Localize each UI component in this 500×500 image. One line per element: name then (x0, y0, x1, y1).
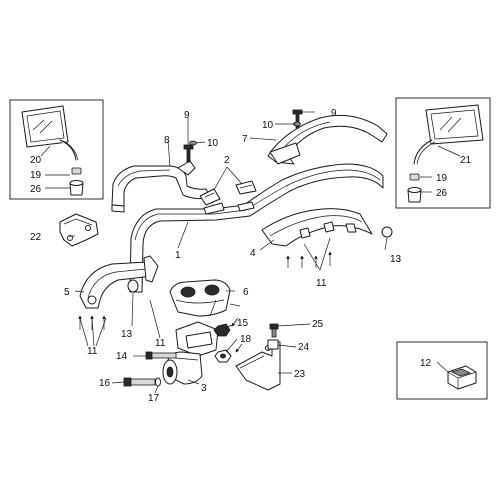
handlebar-tube (129, 163, 384, 293)
left-bracket-bolt (183, 144, 194, 163)
callout-8: 8 (164, 135, 170, 146)
washer-17 (155, 377, 161, 387)
callout-10-left: 10 (207, 138, 219, 149)
callout-7: 7 (242, 134, 248, 145)
callout-2: 2 (224, 155, 230, 166)
nut-15 (213, 323, 231, 337)
callout-3: 3 (201, 383, 207, 394)
callout-12: 12 (420, 358, 432, 369)
callout-24: 24 (298, 342, 310, 353)
right-guard (261, 208, 373, 247)
callout-26-right: 26 (436, 188, 448, 199)
callout-19-right: 19 (436, 173, 448, 184)
left-o-ring (127, 279, 139, 293)
callout-20: 20 (30, 155, 42, 166)
callout-labels: 1 2 3 4 5 6 7 8 9 9 10 10 11 11 11 12 13… (30, 108, 472, 404)
callout-21: 21 (460, 155, 472, 166)
cable-clip (447, 365, 477, 390)
mounting-bolt-14 (145, 351, 177, 360)
callout-9-right: 9 (331, 108, 337, 119)
callout-11-left: 11 (87, 346, 98, 357)
left-lower-bracket (79, 255, 159, 309)
left-mirror-nut (71, 167, 82, 175)
left-mirror-detail-box (9, 99, 104, 200)
left-mounting-plate (59, 213, 99, 247)
callout-19-left: 19 (30, 170, 42, 181)
left-handlebar-bracket (111, 160, 211, 213)
callout-16: 16 (99, 378, 111, 389)
callout-15: 15 (237, 318, 249, 329)
callout-5: 5 (64, 287, 70, 298)
right-mirror-detail-box (395, 97, 491, 209)
callout-13-right: 13 (390, 254, 402, 265)
right-mirror-nut (409, 173, 420, 181)
callout-1: 1 (175, 250, 181, 261)
right-mirror (413, 104, 484, 165)
left-mirror-adapter (69, 180, 84, 196)
handlebar-riser-top (169, 279, 231, 317)
left-bracket-washer (189, 140, 197, 146)
mounting-arrows (78, 251, 332, 353)
callout-4: 4 (250, 248, 256, 259)
callout-25: 25 (312, 319, 324, 330)
nut-18 (214, 349, 232, 363)
callout-11-center: 11 (155, 338, 166, 349)
callout-9-left: 9 (184, 110, 190, 121)
callout-14: 14 (116, 351, 128, 362)
lower-clamp (203, 201, 255, 215)
leader-lines (40, 111, 461, 394)
spacer-24 (267, 339, 279, 350)
callout-17: 17 (148, 393, 160, 404)
cable-clip-detail-box (396, 341, 488, 400)
callout-6: 6 (243, 287, 249, 298)
callout-13-left: 13 (121, 329, 133, 340)
left-mirror (21, 105, 79, 161)
screw-25 (269, 323, 279, 338)
callout-11-right: 11 (316, 278, 327, 289)
right-o-ring (381, 226, 393, 238)
upper-clamp (199, 180, 257, 206)
callout-23: 23 (294, 369, 306, 380)
right-mirror-adapter (407, 187, 422, 203)
callout-22: 22 (30, 232, 42, 243)
handlebar-riser-base (162, 321, 219, 385)
right-handlebar-bracket (267, 114, 388, 165)
mounting-bolt-16 (123, 377, 156, 387)
callout-18: 18 (240, 334, 252, 345)
callout-10-right: 10 (262, 120, 274, 131)
callout-26-left: 26 (30, 184, 42, 195)
